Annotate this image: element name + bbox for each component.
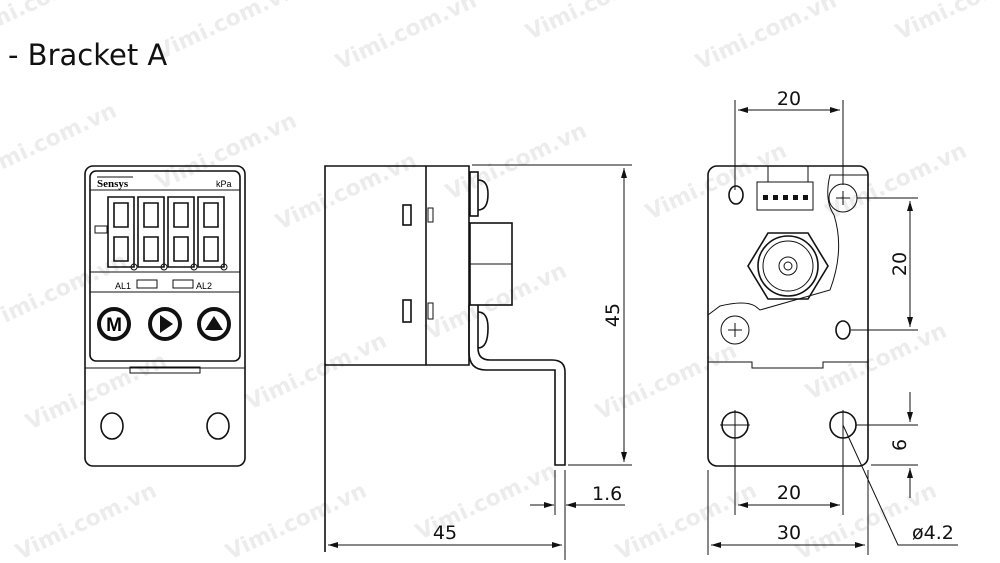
- watermark-text: Vimi.com.vn: [272, 148, 421, 235]
- mode-button[interactable]: M: [97, 307, 131, 341]
- up-arrow-button[interactable]: [197, 307, 231, 341]
- alarm-2-led: [172, 279, 194, 289]
- seven-segment-display: [94, 196, 228, 271]
- watermark-text: Vimi.com.vn: [152, 0, 301, 65]
- watermark-text: Vimi.com.vn: [822, 138, 971, 225]
- decimal-point: [160, 263, 168, 271]
- connector-pin: [803, 195, 808, 200]
- connector-pin: [793, 195, 798, 200]
- watermark-text: Vimi.com.vn: [242, 328, 391, 415]
- rear-view: 20 20 6 20 30 ø4.2: [707, 88, 958, 555]
- bottom-hole-spacing-dim: 20: [777, 482, 801, 504]
- connector-pin: [783, 195, 788, 200]
- watermark-text: Vimi.com.vn: [422, 258, 571, 345]
- watermark-text: Vimi.com.vn: [0, 0, 111, 45]
- side-depth-dim: 45: [433, 522, 457, 544]
- alarm-1-led: [136, 279, 158, 289]
- watermark-text: Vimi.com.vn: [332, 0, 481, 75]
- watermark-text: Vimi.com.vn: [592, 338, 741, 425]
- digit-segment: [107, 196, 135, 268]
- decimal-point: [130, 263, 138, 271]
- connector-pin: [763, 195, 768, 200]
- alarm-2-label: AL2: [196, 281, 212, 291]
- svg-text:M: M: [106, 315, 122, 336]
- digit-segment: [197, 196, 225, 268]
- hole-offset-dim: 6: [889, 439, 911, 451]
- watermark-text: Vimi.com.vn: [442, 118, 591, 205]
- top-hole-spacing-dim: 20: [777, 88, 801, 110]
- drawing-title: - Bracket A: [8, 38, 168, 72]
- watermark-text: Vimi.com.vn: [0, 98, 121, 185]
- unit-label: kPa: [216, 179, 232, 189]
- watermark-text: Vimi.com.vn: [792, 478, 941, 563]
- side-view: 45 1.6 45: [324, 164, 632, 560]
- digit-segment: [167, 196, 195, 268]
- right-arrow-icon: [160, 315, 173, 333]
- right-arrow-button[interactable]: [148, 307, 182, 341]
- brand-label: Sensys: [97, 178, 129, 190]
- watermark-text: Vimi.com.vn: [412, 458, 561, 545]
- watermark-text: Vimi.com.vn: [892, 0, 1000, 45]
- front-view: Sensys kPa AL1 AL2 M: [84, 165, 246, 467]
- watermark-text: Vimi.com.vn: [222, 478, 371, 563]
- connector-pin: [773, 195, 778, 200]
- watermark-text: Vimi.com.vn: [12, 478, 161, 563]
- up-arrow-icon: [205, 316, 223, 330]
- alarm-1-label: AL1: [115, 281, 131, 291]
- watermark-text: Vimi.com.vn: [522, 0, 671, 45]
- thickness-dim: 1.6: [592, 483, 622, 505]
- decimal-point: [190, 263, 198, 271]
- decimal-point: [220, 263, 228, 271]
- vertical-hole-spacing-dim: 20: [889, 252, 911, 276]
- hole-diameter-dim: ø4.2: [912, 522, 954, 544]
- watermark-text: Vimi.com.vn: [612, 478, 761, 563]
- side-height-dim: 45: [602, 303, 624, 327]
- digit-segment: [137, 196, 165, 268]
- watermark-text: Vimi.com.vn: [692, 0, 841, 75]
- width-dim: 30: [777, 522, 801, 544]
